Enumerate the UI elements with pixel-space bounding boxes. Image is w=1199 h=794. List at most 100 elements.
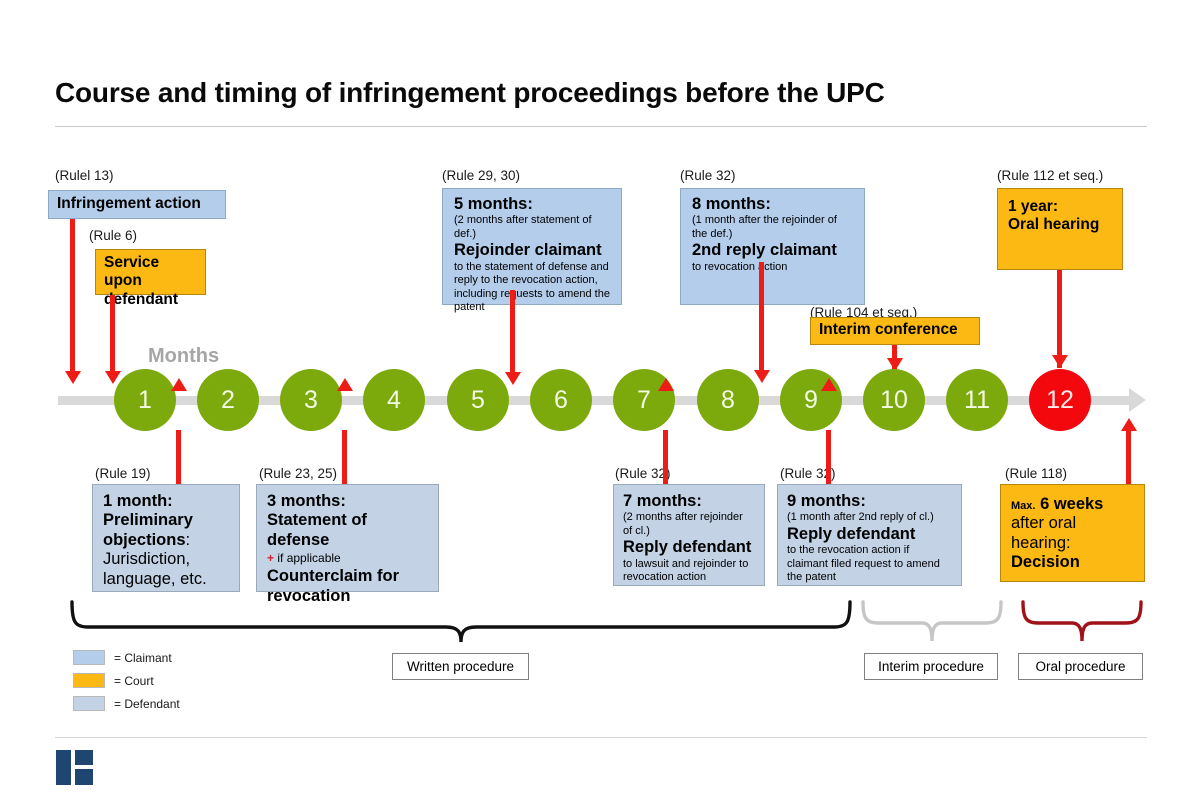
box-decision-line2: after oral hearing: <box>1011 514 1077 552</box>
legend-label-defendant: = Defendant <box>114 696 180 711</box>
box-decision-max-label: Max. <box>1011 500 1036 512</box>
timeline-node-10[interactable]: 10 <box>863 369 925 431</box>
box-sod-head3: Counterclaim for <box>267 567 400 586</box>
rule-caption-reply-defendant-7: (Rule 32) <box>615 466 671 481</box>
box-2nd-reply-claimant: 8 months: (1 month after the rejoinder o… <box>680 188 865 305</box>
box-prelim-head2: Preliminary <box>103 511 193 530</box>
legend-swatch-court <box>73 673 105 688</box>
legend-label-court: = Court <box>114 673 154 688</box>
box-reply-defendant-7months: 7 months: (2 months after rejoinder of c… <box>613 484 765 586</box>
arrowhead-rd9-to-month9 <box>820 378 837 391</box>
timeline-node-3[interactable]: 3 <box>280 369 342 431</box>
box-sod-head2: Statement of defense <box>267 511 367 549</box>
timeline-node-2[interactable]: 2 <box>197 369 259 431</box>
arrow-rd9-to-month9 <box>826 430 831 484</box>
title-divider <box>55 126 1147 127</box>
page-title: Course and timing of infringement procee… <box>55 77 885 108</box>
legend-item-claimant: = Claimant <box>73 650 172 665</box>
legend-swatch-defendant <box>73 696 105 711</box>
box-reply-defendant-9months: 9 months: (1 month after 2nd reply of cl… <box>777 484 962 586</box>
timeline-axis <box>58 396 1133 405</box>
box-decision-head3: Decision <box>1011 553 1080 572</box>
rule-caption-service-upon-defendant: (Rule 6) <box>89 228 138 243</box>
box-oral-hearing: 1 year: Oral hearing <box>997 188 1123 270</box>
rule-caption-2nd-reply-claimant: (Rule 32) <box>680 168 736 183</box>
box-interim-conference: Interim conference <box>810 317 980 345</box>
box-infringement-action: Infringement action <box>48 190 226 219</box>
rule-caption-interim-conference: (Rule 104 et seq.) <box>810 305 918 320</box>
box-rd9-body: to the revocation action if claimant fil… <box>787 544 940 584</box>
timeline-axis-arrowhead <box>1129 388 1146 412</box>
company-logo <box>56 750 96 785</box>
logo-block-left <box>56 750 71 785</box>
legend-item-court: = Court <box>73 673 154 688</box>
box-service-head-1: Service upon <box>104 254 160 290</box>
timeline-node-1[interactable]: 1 <box>114 369 176 431</box>
box-statement-of-defense: 3 months: Statement of defense + if appl… <box>256 484 439 605</box>
months-label: Months <box>148 345 220 367</box>
box-service-head-2: defendant <box>104 290 179 308</box>
box-rejoinder-head: 5 months: <box>454 195 533 213</box>
timeline-node-8[interactable]: 8 <box>697 369 759 431</box>
box-rejoinder-body: to the statement of defense and reply to… <box>454 260 610 313</box>
rule-caption-infringement-action: (Rulel 13) <box>55 168 114 183</box>
box-preliminary-objections: 1 month: Preliminary objections: Jurisdi… <box>92 484 240 592</box>
box-rejoinder-claimant: 5 months: (2 months after statement of d… <box>442 188 622 313</box>
label-oral-procedure[interactable]: Oral procedure <box>1018 653 1143 680</box>
legend-label-claimant: = Claimant <box>114 650 172 665</box>
box-rd7-body: to lawsuit and rejoinder to revocation a… <box>623 557 749 584</box>
arrow-sod-to-month3 <box>342 430 347 484</box>
arrow-infringement-to-month1 <box>70 219 75 371</box>
box-prelim-head3: objections: <box>103 531 229 550</box>
legend-item-defendant: = Defendant <box>73 696 180 711</box>
footer-divider <box>55 737 1147 738</box>
brace-oral-procedure <box>1018 600 1146 644</box>
arrowhead-decision-to-axis <box>1120 418 1137 431</box>
timeline-node-12[interactable]: 12 <box>1029 369 1091 431</box>
box-decision: Max. 6 weeks after oral hearing: Decisio… <box>1000 484 1145 582</box>
arrowhead-service-to-month1 <box>104 371 121 384</box>
box-sod-head: 3 months: <box>267 492 346 510</box>
rule-caption-oral-hearing: (Rule 112 et seq.) <box>997 168 1104 183</box>
box-rd7-sub: (2 months after rejoinder of cl.) <box>623 511 743 537</box>
arrowhead-prelim-to-month1 <box>170 378 187 391</box>
box-sod-plus-text: if applicable <box>277 551 341 566</box>
box-oral-hearing-head: 1 year: <box>1008 198 1058 215</box>
rule-caption-reply-defendant-9: (Rule 32) <box>780 466 836 481</box>
arrow-service-to-month1 <box>110 295 115 371</box>
timeline-node-4[interactable]: 4 <box>363 369 425 431</box>
box-rd9-sub: (1 month after 2nd reply of cl.) <box>787 511 934 524</box>
box-rd7-head: 7 months: <box>623 492 702 510</box>
brace-written-procedure <box>66 600 856 644</box>
rule-caption-rejoinder-claimant: (Rule 29, 30) <box>442 168 521 183</box>
box-oral-hearing-head2: Oral hearing <box>1008 216 1100 234</box>
box-2nd-reply-title2: 2nd reply claimant <box>692 241 837 260</box>
label-interim-procedure[interactable]: Interim procedure <box>864 653 998 680</box>
arrow-2nd-reply-to-month8 <box>759 262 764 370</box>
box-service-upon-defendant: Service upon defendant <box>95 249 206 308</box>
plus-icon: + <box>267 551 275 566</box>
arrow-prelim-to-month1 <box>176 430 181 484</box>
timeline-node-11[interactable]: 11 <box>946 369 1008 431</box>
box-2nd-reply-sub: (1 month after the rejoinder of the def.… <box>692 214 837 240</box>
arrowhead-2nd-reply-to-month8 <box>753 370 770 383</box>
rule-caption-decision: (Rule 118) <box>1005 466 1068 481</box>
box-2nd-reply-head: 8 months: <box>692 195 771 213</box>
arrow-oral-hearing-to-month12 <box>1057 270 1062 368</box>
box-rejoinder-title2: Rejoinder claimant <box>454 241 602 260</box>
rule-caption-preliminary-objections: (Rule 19) <box>95 466 151 481</box>
arrow-rd7-to-month7 <box>663 430 668 484</box>
box-decision-head-line: Max. 6 weeks <box>1011 495 1134 514</box>
arrowhead-rejoinder-to-month5 <box>504 372 521 385</box>
timeline-node-5[interactable]: 5 <box>447 369 509 431</box>
box-sod-plus-line: + if applicable <box>267 551 428 566</box>
legend-swatch-claimant <box>73 650 105 665</box>
box-rejoinder-sub: (2 months after statement of def.) <box>454 214 592 240</box>
box-2nd-reply-body: to revocation action <box>692 260 788 273</box>
rule-caption-statement-of-defense: (Rule 23, 25) <box>259 466 338 481</box>
arrowhead-infringement-to-month1 <box>64 371 81 384</box>
label-written-procedure[interactable]: Written procedure <box>392 653 529 680</box>
timeline-node-6[interactable]: 6 <box>530 369 592 431</box>
logo-block-bottom-right <box>75 769 93 785</box>
box-infringement-action-head: Infringement action <box>57 195 201 212</box>
